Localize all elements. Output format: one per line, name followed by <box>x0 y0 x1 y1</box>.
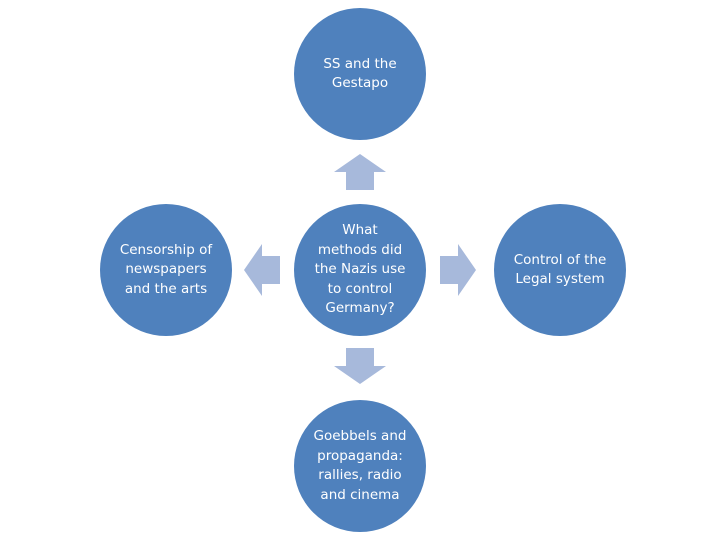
node-ss-gestapo: SS and the Gestapo <box>294 8 426 140</box>
node-goebbels-propaganda-label: Goebbels and propaganda: rallies, radio … <box>313 428 407 503</box>
node-goebbels-propaganda: Goebbels and propaganda: rallies, radio … <box>294 400 426 532</box>
arrow-right-icon <box>440 244 476 296</box>
node-legal-system-label: Control of the Legal system <box>513 251 607 288</box>
node-central-question-label: What methods did the Nazis use to contro… <box>314 222 406 317</box>
node-ss-gestapo-label: SS and the Gestapo <box>323 55 397 92</box>
arrow-up-icon <box>334 154 386 190</box>
arrow-left-icon <box>244 244 280 296</box>
node-censorship-label: Censorship of newspapers and the arts <box>119 241 213 297</box>
node-censorship: Censorship of newspapers and the arts <box>100 204 232 336</box>
node-central-question: What methods did the Nazis use to contro… <box>294 204 426 336</box>
node-legal-system: Control of the Legal system <box>494 204 626 336</box>
arrow-down-icon <box>334 348 386 384</box>
